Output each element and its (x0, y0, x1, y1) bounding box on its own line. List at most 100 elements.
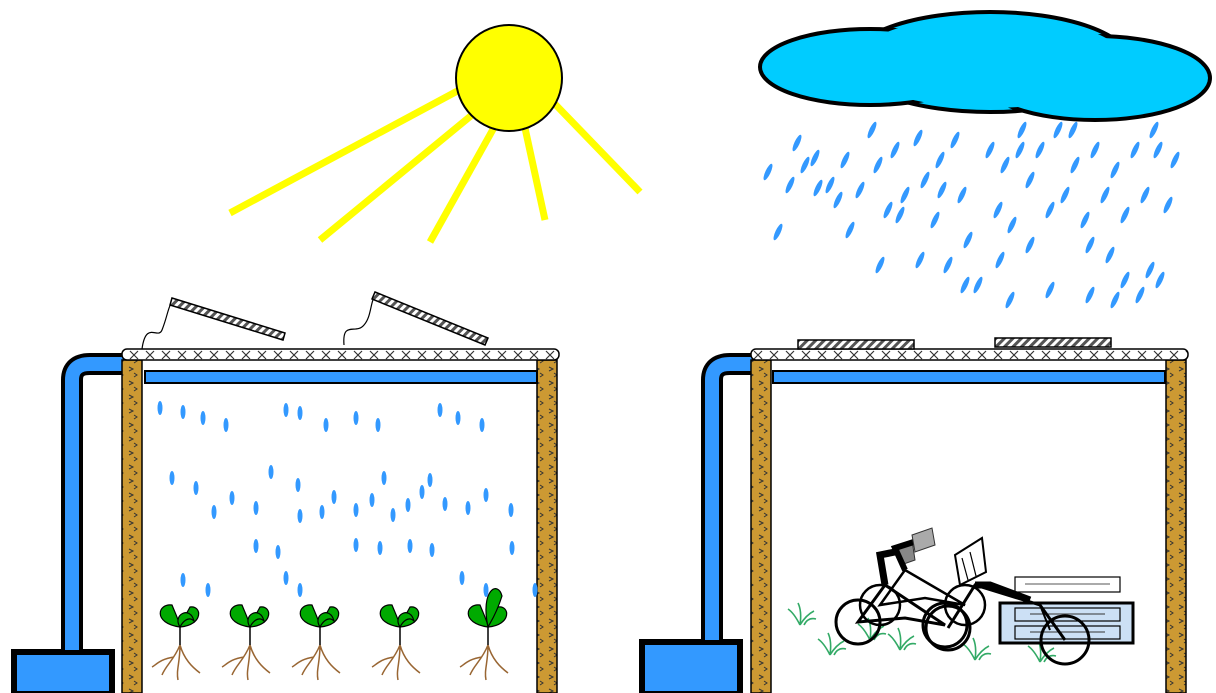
rain-drop-icon (1163, 196, 1173, 214)
rain-drop-icon (845, 221, 855, 239)
plant-icon (291, 604, 341, 681)
rain-drop-icon (810, 149, 820, 167)
rain-drop-icon (1085, 286, 1095, 304)
rain-drop-icon (1005, 291, 1015, 309)
rain-drop-icon (920, 171, 930, 189)
cloud-icon (758, 10, 1212, 122)
mist-drop-icon (459, 571, 465, 585)
rain-drop-icon (813, 179, 823, 197)
rain-drop-icon (950, 131, 960, 149)
mist-drop-icon (483, 488, 489, 502)
rain-drop-icon (1060, 186, 1070, 204)
rain-drop-icon (1017, 121, 1027, 139)
grass-icon (817, 632, 847, 656)
rain-drop-icon (960, 276, 970, 294)
mist-drop-icon (331, 490, 337, 504)
mist-drop-icon (297, 583, 303, 597)
solar-panel-icon (343, 291, 489, 346)
grass-icon (857, 617, 887, 641)
left-post (750, 359, 772, 693)
mist-drop-icon (319, 505, 325, 519)
mist-drop-icon (353, 538, 359, 552)
mist-drop-icon (229, 491, 235, 505)
right-post (1165, 359, 1187, 693)
solar-panel-icon (797, 339, 915, 350)
rain-drop-icon (930, 211, 940, 229)
rain-drop-icon (957, 186, 967, 204)
rain-drop-icon (1105, 246, 1115, 264)
mist-drop-icon (200, 411, 206, 425)
rain-drop-icon (875, 256, 885, 274)
mist-drop-icon (381, 471, 387, 485)
mist-drop-icon (353, 411, 359, 425)
water-tank-icon (639, 639, 743, 693)
mist-drop-icon (455, 411, 461, 425)
mist-drop-icon (377, 541, 383, 555)
rain-drops (763, 121, 1180, 309)
mist-drops (157, 401, 538, 597)
rain-drop-icon (825, 176, 835, 194)
rain-drop-icon (1035, 141, 1045, 159)
mist-drop-icon (297, 509, 303, 523)
solar-panel-icon (994, 337, 1112, 348)
left-shelter (11, 291, 560, 693)
mist-drop-icon (193, 481, 199, 495)
rain-drop-icon (890, 141, 900, 159)
mist-drop-icon (157, 401, 163, 415)
mist-drop-icon (508, 503, 514, 517)
rain-drop-icon (840, 151, 850, 169)
right-post (536, 359, 558, 693)
gutter (144, 370, 538, 384)
mist-drop-icon (268, 465, 274, 479)
roof (121, 348, 560, 361)
mist-drop-icon (465, 501, 471, 515)
mist-drop-icon (205, 583, 211, 597)
bicycle-icon (834, 527, 1091, 666)
rain-drop-icon (1155, 271, 1165, 289)
mist-drop-icon (390, 508, 396, 522)
plant-icon (151, 604, 201, 681)
mist-drop-icon (297, 406, 303, 420)
rain-drop-icon (867, 121, 877, 139)
mist-drop-icon (353, 503, 359, 517)
rain-drop-icon (1085, 236, 1095, 254)
mist-drop-icon (169, 471, 175, 485)
rain-drop-icon (963, 231, 973, 249)
gutter (772, 370, 1166, 384)
plants (151, 588, 509, 681)
mist-drop-icon (283, 571, 289, 585)
rain-drop-icon (915, 251, 925, 269)
crate-icon (998, 576, 1135, 645)
mist-drop-icon (253, 539, 259, 553)
mist-drop-icon (437, 403, 443, 417)
roof (750, 348, 1189, 361)
left-post (121, 359, 143, 693)
rain-drop-icon (1140, 186, 1150, 204)
mist-drop-icon (253, 501, 259, 515)
rain-drop-icon (1170, 151, 1180, 169)
rain-drop-icon (1130, 141, 1140, 159)
grass-icon (1027, 639, 1057, 663)
grass-icon (787, 602, 817, 626)
rain-drop-icon (1145, 261, 1155, 279)
rain-drop-icon (895, 206, 905, 224)
mist-drop-icon (419, 485, 425, 499)
rain-drop-icon (763, 163, 773, 181)
mist-drop-icon (223, 418, 229, 432)
rain-drop-icon (1070, 156, 1080, 174)
rain-drop-icon (873, 156, 883, 174)
rain-drop-icon (913, 129, 923, 147)
rain-drop-icon (935, 151, 945, 169)
mist-drop-icon (405, 498, 411, 512)
mist-drop-icon (283, 403, 289, 417)
rain-drop-icon (1135, 286, 1145, 304)
rain-drop-icon (900, 186, 910, 204)
plant-icon (371, 604, 421, 681)
right-shelter (639, 337, 1189, 693)
mist-drop-icon (295, 478, 301, 492)
rain-drop-icon (1110, 161, 1120, 179)
rain-drop-icon (995, 251, 1005, 269)
mist-drop-icon (509, 541, 515, 555)
mist-drop-icon (275, 545, 281, 559)
